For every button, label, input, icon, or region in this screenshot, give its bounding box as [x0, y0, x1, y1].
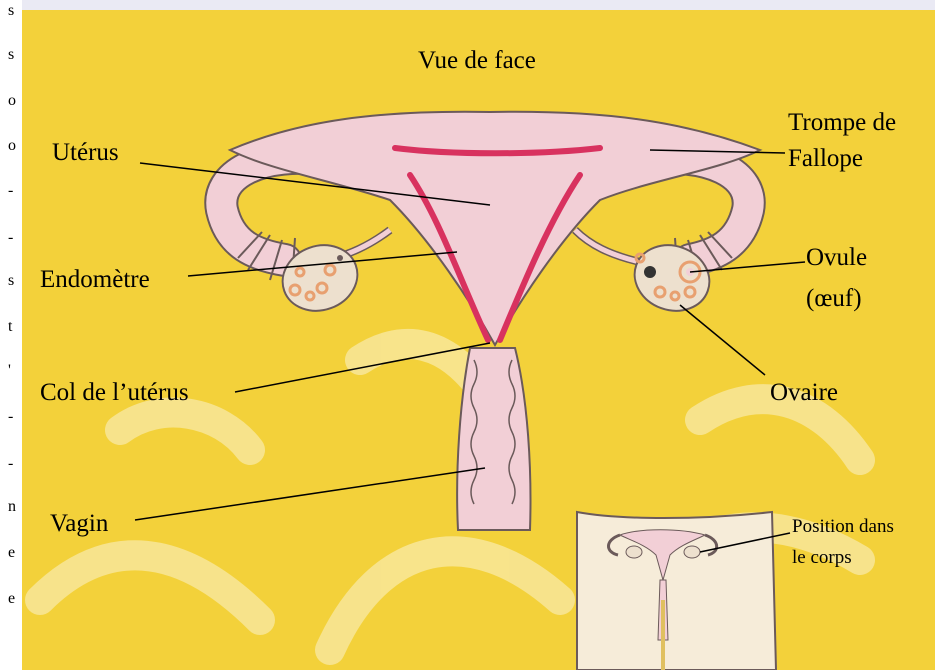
diagram-title: Vue de face	[418, 48, 536, 73]
vagina	[457, 348, 530, 530]
label-position-2: le corps	[792, 548, 852, 567]
body-position-inset	[577, 512, 776, 670]
label-position-1: Position dans	[792, 517, 894, 536]
leader-vagin	[135, 468, 485, 520]
label-ovule-1: Ovule	[806, 245, 867, 270]
label-ovaire: Ovaire	[770, 380, 838, 405]
label-trompe-2: Fallope	[788, 146, 863, 171]
label-ovule-2: (œuf)	[806, 286, 862, 311]
label-vagin: Vagin	[50, 511, 108, 536]
label-endometre: Endomètre	[40, 267, 150, 292]
label-trompe-1: Trompe de	[788, 110, 896, 135]
label-uterus: Utérus	[52, 140, 119, 165]
leader-ovaire	[680, 305, 765, 375]
label-col: Col de l’utérus	[40, 380, 189, 405]
